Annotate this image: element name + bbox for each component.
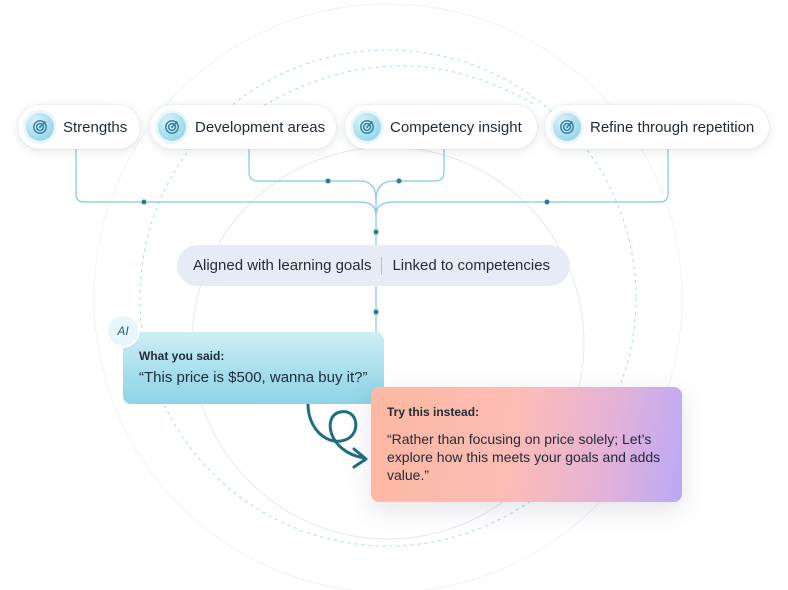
connector-strengths — [75, 149, 360, 203]
connector-refine — [394, 149, 669, 203]
connector-merge — [359, 201, 395, 216]
loop-arrow — [306, 402, 366, 460]
junction-dot — [373, 309, 379, 315]
node-competency-insight: Competency insight — [345, 105, 537, 149]
dashed-ring — [139, 49, 637, 547]
target-icon — [553, 113, 581, 141]
said-text: “This price is $500, wanna buy it?” — [139, 369, 368, 386]
connector-competency — [375, 149, 445, 201]
alignment-divider — [381, 256, 383, 275]
junction-dot — [373, 229, 379, 235]
what-you-said-card: What you said: “This price is $500, wann… — [123, 332, 384, 404]
node-label: Development areas — [195, 118, 326, 136]
said-title: What you said: — [139, 349, 225, 363]
node-development-areas: Development areas — [150, 105, 336, 149]
suggestion-text: “Rather than focusing on price solely; L… — [387, 431, 661, 483]
target-icon — [158, 113, 186, 141]
node-label: Competency insight — [390, 118, 522, 136]
alignment-competencies-label: Linked to competencies — [392, 257, 551, 274]
arrow-head-icon — [352, 447, 368, 469]
suggestion-title: Try this instead: — [387, 405, 480, 419]
node-label: Refine through repetition — [590, 118, 755, 136]
ai-badge-label: AI — [117, 324, 129, 338]
node-label: Strengths — [63, 118, 128, 136]
outer-ring — [93, 3, 683, 590]
connector-development — [248, 149, 377, 201]
alignment-goals-label: Aligned with learning goals — [193, 257, 372, 274]
target-icon — [26, 113, 54, 141]
ai-badge-icon: AI — [108, 316, 138, 346]
try-this-instead-card: Try this instead: “Rather than focusing … — [371, 387, 682, 502]
junction-dot — [544, 199, 550, 205]
junction-dot — [325, 178, 331, 184]
alignment-bar: Aligned with learning goals Linked to co… — [177, 245, 570, 286]
junction-dot — [396, 178, 402, 184]
junction-dot — [141, 199, 147, 205]
target-icon — [353, 113, 381, 141]
node-refine-through-repetition: Refine through repetition — [545, 105, 769, 149]
node-strengths: Strengths — [18, 105, 140, 149]
